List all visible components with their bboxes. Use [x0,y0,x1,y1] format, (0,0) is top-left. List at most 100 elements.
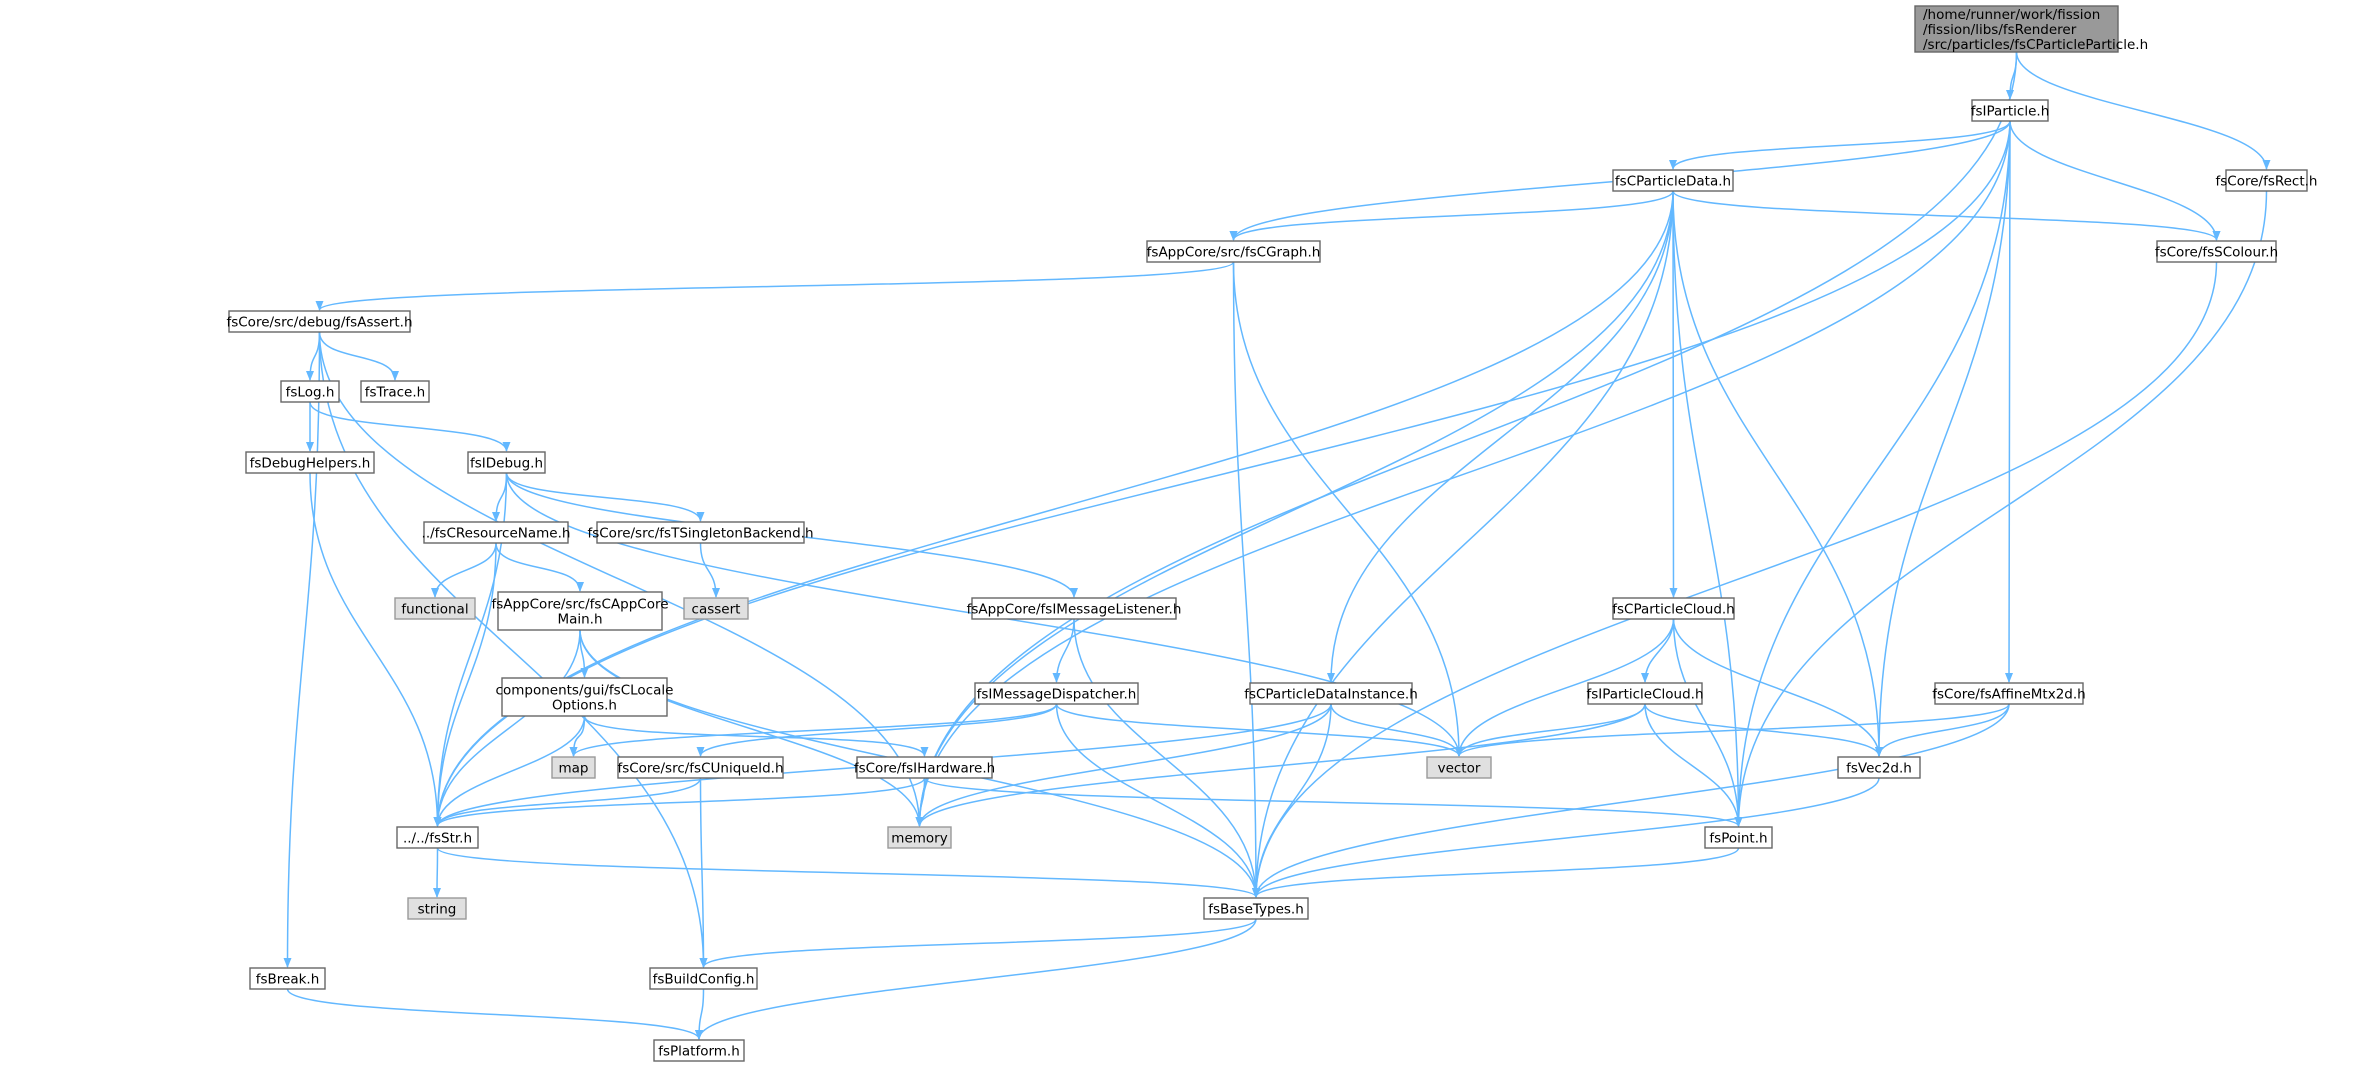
edge-arrow [433,777,702,827]
node-box [1612,597,1735,620]
node-fsPlatform[interactable]: fsPlatform.h [653,1039,745,1062]
edge-fsIDebug-to-fsTSingletonBackend [505,472,705,522]
node-label: fsLog.h [286,385,335,401]
node-fsIMessageListener[interactable]: fsAppCore/fsIMessageListener.h [967,597,1182,620]
node-fsRect[interactable]: fsCore/fsRect.h [2215,169,2318,192]
edge-fsBreak-to-fsPlatform [286,988,703,1040]
node-fsTrace[interactable]: fsTrace.h [360,380,430,403]
edge-arrow [505,472,705,522]
node-label: fsIDebug.h [470,456,543,472]
node-label: map [559,761,589,777]
node-label-line: fsCore/fsSColour.h [2155,245,2278,261]
node-label-line: fsCore/fsRect.h [2215,174,2317,190]
edge-arrow [1734,190,2268,827]
node-fsCResourceName[interactable]: ../fsCResourceName.h [422,521,571,544]
edge-fsCParticleData-to-fsPoint [1672,190,1743,827]
edge-arrow [433,629,581,827]
edge-fsPoint-to-fsBaseTypes [1252,847,1740,898]
edge-root-to-fsRect [2015,51,2271,170]
edge-fsIParticle-to-fsStr [433,120,2011,827]
node-fsStr[interactable]: ../../fsStr.h [396,826,479,849]
edge-arrow [433,542,497,827]
node-label-line: fsTrace.h [365,385,425,401]
node-cassert: cassert [683,597,749,620]
node-fsSColour[interactable]: fsCore/fsSColour.h [2155,240,2278,263]
edge-fsAssert-to-fsTrace [318,331,399,381]
edge-arrow [433,777,926,827]
edge-arrow [431,542,497,598]
edge-arrow [1672,190,1743,827]
node-box [649,967,758,990]
node-fsCParticleCloud[interactable]: fsCParticleCloud.h [1612,597,1735,620]
node-root[interactable]: /home/runner/work/fission/fission/libs/f… [1914,5,2148,53]
edge-fsIParticleCloud-to-vector [1455,703,1646,757]
edge-fsAffineMtx2d-to-fsVec2d [1875,703,2010,757]
node-label: fsTrace.h [365,385,425,401]
node-label-line: fsBaseTypes.h [1208,902,1304,918]
node-label-line: fsAppCore/src/fsCGraph.h [1147,245,1321,261]
edge-arrow [315,261,1235,311]
edge-root-to-memory [915,51,2018,827]
edge-fsTSingletonBackend-to-cassert [699,542,720,598]
node-label: fsIParticleCloud.h [1586,687,1703,703]
node-label-line: fsIMessageDispatcher.h [977,687,1137,703]
node-box [1914,5,2119,53]
edge-layer [283,51,2271,1040]
edge-arrow [436,847,1260,898]
node-label-line: vector [1438,761,1481,777]
edge-arrow [569,703,1058,757]
edge-arrow [1455,618,1675,757]
edge-fsStr-to-fsBaseTypes [436,847,1260,898]
node-label-line: fsLog.h [286,385,335,401]
edge-fsRect-to-fsPoint [1734,190,2268,827]
node-label: string [418,902,457,918]
node-box [249,967,326,990]
edge-fsCParticleData-to-memory [915,190,1674,827]
edge-arrow [1229,190,1674,241]
node-label-line: functional [401,602,468,618]
node-fsIHardware[interactable]: fsCore/fsIHardware.h [854,756,995,779]
node-box [407,897,467,920]
node-fsBuildConfig[interactable]: fsBuildConfig.h [649,967,758,990]
node-label: fsBuildConfig.h [653,972,755,988]
node-fsVec2d[interactable]: fsVec2d.h [1837,756,1921,779]
node-fsTSingletonBackend[interactable]: fsCore/src/fsTSingletonBackend.h [587,521,814,544]
node-fsAssert[interactable]: fsCore/src/debug/fsAssert.h [226,310,413,333]
edge-arrow [318,331,924,827]
node-label: fsDebugHelpers.h [250,456,371,472]
node-box [501,677,668,717]
node-fsCParticleData[interactable]: fsCParticleData.h [1612,169,1734,192]
node-fsAffineMtx2d[interactable]: fsCore/fsAffineMtx2d.h [1932,682,2086,705]
node-fsPoint[interactable]: fsPoint.h [1704,826,1773,849]
edge-fsCGraph-to-vector [1232,261,1463,757]
node-fsIParticle[interactable]: fsIParticle.h [1971,99,2050,122]
node-fsIDebug[interactable]: fsIDebug.h [467,451,546,474]
edge-fsCParticleData-to-fsStr [433,190,1674,827]
node-label: fsCore/src/fsTSingletonBackend.h [587,526,813,542]
node-fsBaseTypes[interactable]: fsBaseTypes.h [1203,897,1309,920]
edge-arrow [1232,261,1463,757]
node-label-line: fsAppCore/fsIMessageListener.h [967,602,1182,618]
edge-fsCParticleData-to-fsSColour [1672,190,2221,241]
node-box [887,826,952,849]
edge-fsIParticleCloud-to-fsPoint [1644,703,1743,827]
node-box [1837,756,1921,779]
node-fsCGraph[interactable]: fsAppCore/src/fsCGraph.h [1146,240,1321,263]
node-fsCParticleDataInstance[interactable]: fsCParticleDataInstance.h [1244,682,1418,705]
node-vector: vector [1426,756,1492,779]
edge-fsCLocaleOptions-to-fsIHardware [583,715,929,757]
node-fsDebugHelpers[interactable]: fsDebugHelpers.h [245,451,375,474]
node-fsBreak[interactable]: fsBreak.h [249,967,326,990]
node-fsCUniqueId[interactable]: fsCore/src/fsCUniqueId.h [617,756,784,779]
node-fsIMessageDispatcher[interactable]: fsIMessageDispatcher.h [974,682,1139,705]
node-fsIParticleCloud[interactable]: fsIParticleCloud.h [1586,682,1704,705]
node-box [1971,99,2049,122]
edge-arrow [696,703,1058,757]
node-label-line: cassert [692,602,741,618]
node-fsLog[interactable]: fsLog.h [280,380,340,403]
edge-fsAssert-to-fsBreak [283,331,321,968]
edge-fsIMessageDispatcher-to-fsBaseTypes [1055,703,1260,898]
edge-arrow [286,988,703,1040]
